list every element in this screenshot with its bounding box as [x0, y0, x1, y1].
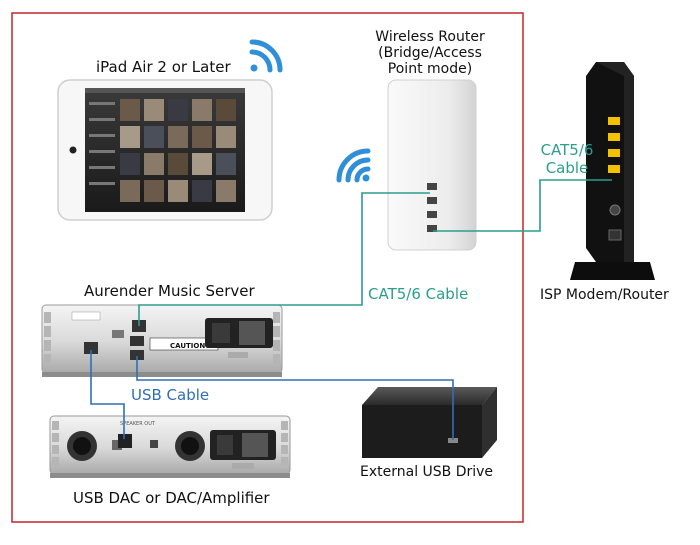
heat-sink-fin	[281, 445, 288, 454]
heat-sink-fin	[273, 354, 280, 365]
router-label-line-3: Point mode)	[387, 61, 473, 77]
heat-sink-fin	[273, 326, 280, 337]
album-tile	[120, 153, 140, 175]
ipad-wifi-icon	[249, 39, 283, 73]
modem-label: ISP Modem/Router	[540, 287, 669, 303]
album-tile	[168, 153, 188, 175]
album-tile	[216, 180, 236, 202]
ipad-sidebar-line	[89, 166, 115, 169]
boundary-frame	[11, 12, 524, 523]
heat-sink-fin	[52, 457, 59, 466]
wireless-router	[387, 79, 477, 251]
ipad-label: iPad Air 2 or Later	[96, 58, 231, 76]
server-cable-label: CAT5/6 Cable	[368, 285, 469, 303]
heat-sink-fin	[52, 445, 59, 454]
usb-cable-server-drive	[136, 356, 454, 440]
heat-sink-fin	[44, 312, 51, 323]
router-wifi-icon	[336, 148, 371, 183]
album-tile	[144, 153, 164, 175]
usb-cable-label: USB Cable	[131, 386, 210, 404]
external-usb-drive	[362, 387, 497, 458]
album-tile	[192, 153, 212, 175]
album-tile	[168, 99, 188, 121]
heat-sink-fin	[44, 354, 51, 365]
usb-dac-amplifier: SPEAKER OUT	[49, 415, 291, 478]
album-tile	[216, 153, 236, 175]
album-tile	[120, 99, 140, 121]
dac-label: USB DAC or DAC/Amplifier	[73, 489, 270, 507]
album-tile	[144, 99, 164, 121]
heat-sink-fin	[44, 326, 51, 337]
router-label-line-2: (Bridge/Access	[378, 45, 482, 61]
ipad-device	[57, 79, 273, 221]
heat-sink-fin	[44, 340, 51, 351]
album-tile	[144, 180, 164, 202]
aurender-music-server: CAUTION	[41, 304, 283, 377]
album-tile	[168, 180, 188, 202]
modem-cable-label: CAT5/6 Cable	[532, 141, 602, 177]
modem-cable-label-line-1: CAT5/6	[540, 141, 594, 159]
server-caution-label: CAUTION	[170, 342, 205, 350]
album-tile	[192, 99, 212, 121]
heat-sink-fin	[273, 312, 280, 323]
ipad-sidebar-line	[89, 182, 115, 185]
heat-sink-fin	[52, 433, 59, 442]
album-tile	[120, 126, 140, 148]
ipad-sidebar-line	[89, 150, 115, 153]
heat-sink-fin	[281, 457, 288, 466]
usb-cable-server-dac	[90, 350, 125, 439]
heat-sink-fin	[273, 340, 280, 351]
heat-sink-fin	[281, 433, 288, 442]
ipad-sidebar-line	[89, 134, 115, 137]
album-tile	[192, 180, 212, 202]
album-tile	[144, 126, 164, 148]
isp-modem	[570, 62, 655, 280]
album-tile	[168, 126, 188, 148]
heat-sink-fin	[52, 421, 59, 430]
router-label-line-1: Wireless Router	[375, 29, 485, 45]
drive-label: External USB Drive	[360, 464, 494, 480]
album-tile	[120, 180, 140, 202]
dac-speaker-out-label: SPEAKER OUT	[120, 421, 156, 427]
ipad-sidebar-line	[89, 118, 115, 121]
album-tile	[216, 126, 236, 148]
ethernet-cable-router-server	[138, 192, 430, 326]
album-tile	[192, 126, 212, 148]
ipad-sidebar-line	[89, 102, 115, 105]
server-label: Aurender Music Server	[84, 282, 255, 300]
ethernet-cable-router-modem	[433, 179, 612, 232]
router-label: Wireless Router (Bridge/Access Point mod…	[360, 29, 500, 77]
album-tile	[216, 99, 236, 121]
heat-sink-fin	[281, 421, 288, 430]
modem-cable-label-line-2: Cable	[545, 159, 589, 177]
